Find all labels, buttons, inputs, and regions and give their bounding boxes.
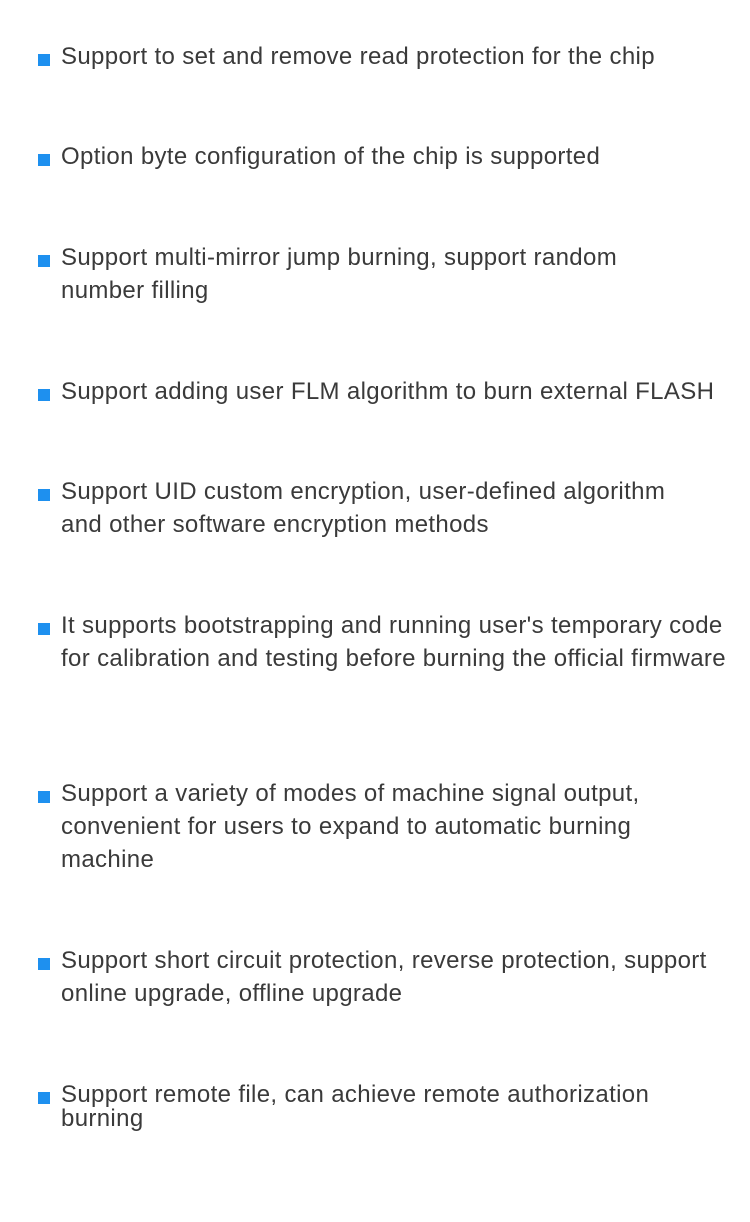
square-bullet-icon xyxy=(38,1092,50,1104)
feature-text: It supports bootstrapping and running us… xyxy=(61,612,726,672)
feature-item: Support to set and remove read protectio… xyxy=(38,40,740,73)
square-bullet-icon xyxy=(38,623,50,635)
square-bullet-icon xyxy=(38,958,50,970)
feature-text: Support a variety of modes of machine si… xyxy=(61,780,640,873)
feature-text: Support short circuit protection, revers… xyxy=(61,947,707,1007)
feature-text: Support multi-mirror jump burning, suppo… xyxy=(61,244,618,304)
feature-text: Support adding user FLM algorithm to bur… xyxy=(61,378,715,405)
feature-item: Support a variety of modes of machine si… xyxy=(38,777,688,876)
feature-item: Support adding user FLM algorithm to bur… xyxy=(38,375,740,408)
feature-text: Support UID custom encryption, user-defi… xyxy=(61,478,666,538)
feature-text: Option byte configuration of the chip is… xyxy=(61,143,601,170)
feature-item: Support remote file, can achieve remote … xyxy=(38,1083,698,1131)
feature-item: Support UID custom encryption, user-defi… xyxy=(38,475,708,541)
square-bullet-icon xyxy=(38,791,50,803)
square-bullet-icon xyxy=(38,154,50,166)
feature-text: Support remote file, can achieve remote … xyxy=(61,1081,650,1132)
feature-text: Support to set and remove read protectio… xyxy=(61,43,655,70)
square-bullet-icon xyxy=(38,54,50,66)
square-bullet-icon xyxy=(38,489,50,501)
square-bullet-icon xyxy=(38,255,50,267)
feature-item: It supports bootstrapping and running us… xyxy=(38,609,738,675)
feature-item: Option byte configuration of the chip is… xyxy=(38,140,740,173)
feature-item: Support short circuit protection, revers… xyxy=(38,944,740,1010)
square-bullet-icon xyxy=(38,389,50,401)
feature-item: Support multi-mirror jump burning, suppo… xyxy=(38,241,678,307)
